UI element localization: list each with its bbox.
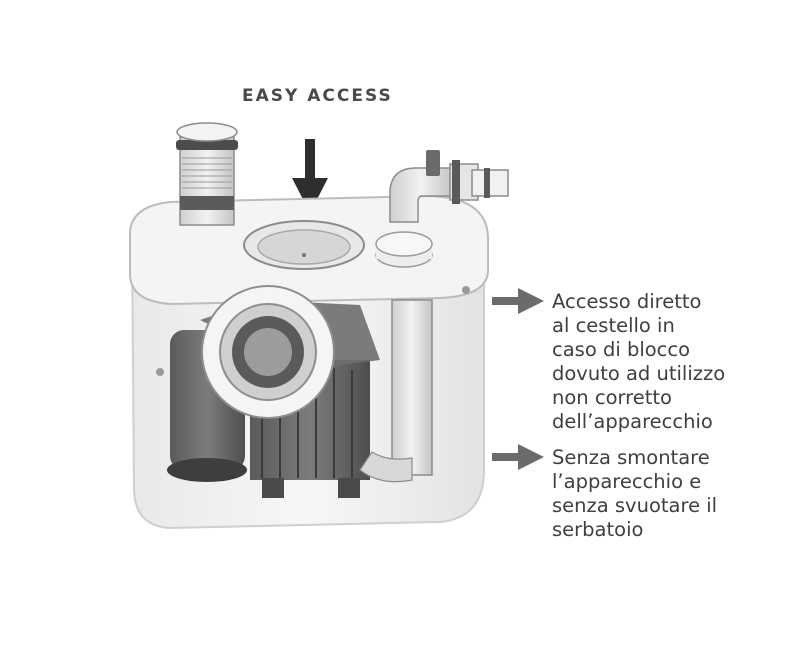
easy-access-title: EASY ACCESS	[242, 86, 393, 106]
arrow-down-icon	[292, 139, 328, 213]
arrow-right-icon	[492, 288, 544, 314]
arrow-right-icon	[492, 444, 544, 470]
callout-no-disassembly: Senza smontare l’apparecchio e senza svu…	[552, 446, 718, 541]
callout-direct-access: Accesso diretto al cestello in caso di b…	[552, 290, 726, 433]
